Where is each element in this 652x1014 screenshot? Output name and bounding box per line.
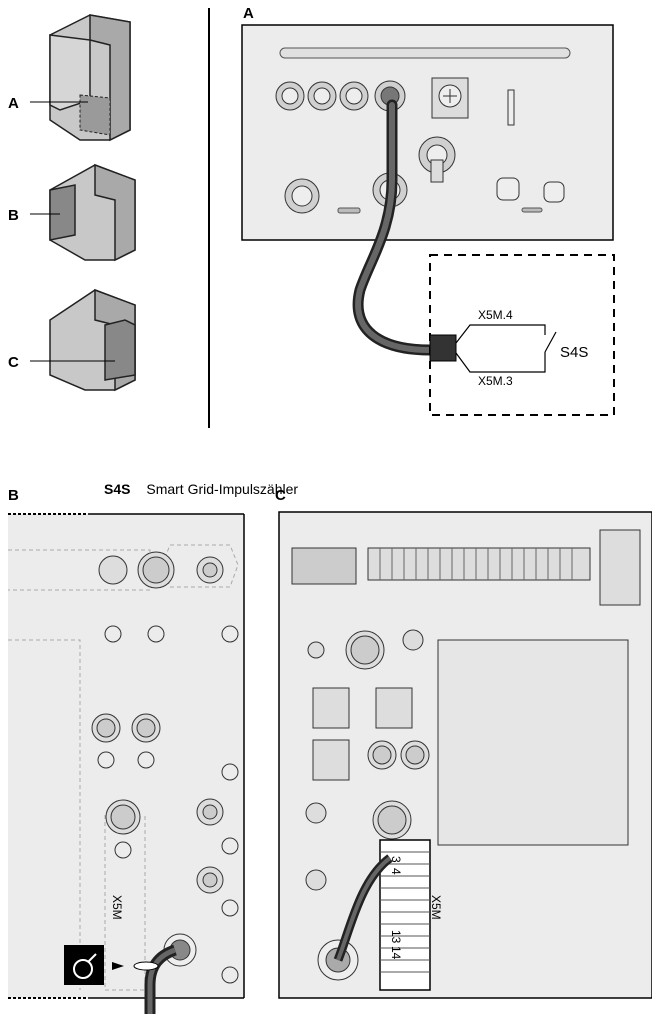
label-b-left: B: [8, 207, 19, 224]
terminal-4: 4: [389, 868, 403, 875]
connector-plug: [429, 334, 457, 362]
panel-b-housing: [8, 513, 245, 999]
legend-code: S4S: [104, 481, 131, 497]
label-a-left: A: [8, 95, 19, 112]
legend: S4S Smart Grid-Impulszähler: [104, 481, 298, 497]
wire-label-x5m3: X5M.3: [478, 374, 513, 388]
label-c-left: C: [8, 354, 19, 371]
legend-description: Smart Grid-Impulszähler: [146, 481, 299, 497]
s4s-box: [429, 254, 615, 416]
terminal-3: 3: [389, 856, 403, 863]
terminal-14: 14: [389, 946, 403, 960]
terminal-label-x5m-c: X5M: [429, 895, 443, 920]
terminal-13: 13: [389, 930, 403, 944]
wire-label-x5m4: X5M.4: [478, 308, 513, 322]
mounting-position-b: [30, 163, 136, 262]
mounting-position-a: [30, 14, 131, 142]
panel-a-title: A: [243, 5, 254, 22]
mounting-position-c: [30, 288, 136, 392]
switch-label-s4s: S4S: [560, 344, 588, 361]
panel-c-title: C: [275, 487, 286, 504]
terminal-label-x5m-b: X5M: [110, 895, 124, 920]
panel-a-housing: [241, 24, 614, 241]
panel-b-title: B: [8, 487, 19, 504]
cable-tie-icon: [64, 945, 159, 985]
panel-c-housing: [278, 511, 652, 999]
